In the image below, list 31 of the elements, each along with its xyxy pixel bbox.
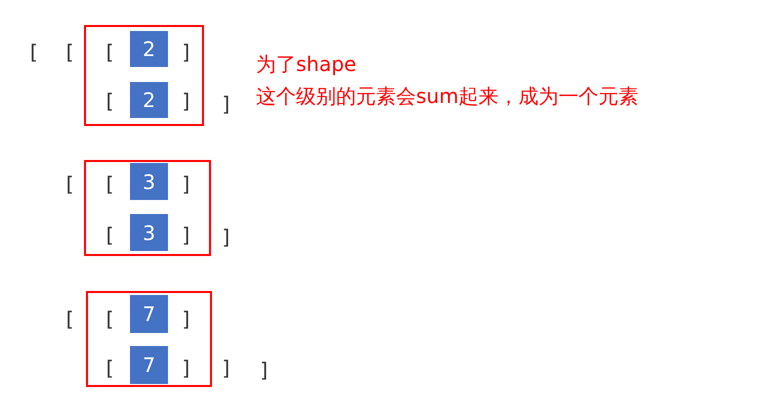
bracket: ] [260,358,268,382]
highlight-frame [86,291,212,387]
value-box: 2 [130,82,168,118]
bracket: [ [106,307,114,331]
bracket: ] [222,225,230,249]
bracket: ] [182,223,190,247]
annotation-text: 这个级别的元素会sum起来，成为一个元素 [256,84,639,108]
bracket: ] [182,356,190,380]
bracket: ] [182,307,190,331]
value-box: 2 [130,31,168,67]
bracket: [ [106,89,114,113]
annotation-text: 为了shape [256,52,356,76]
value-box: 3 [130,163,168,200]
value-box: 3 [130,214,168,251]
bracket: [ [106,172,114,196]
bracket: [ [106,223,114,247]
bracket: [ [66,172,74,196]
bracket: [ [106,40,114,64]
bracket: ] [182,40,190,64]
bracket: ] [182,89,190,113]
value-box: 7 [130,295,168,333]
highlight-frame [84,160,211,256]
bracket: [ [66,307,74,331]
bracket: [ [30,40,38,64]
bracket: [ [66,40,74,64]
bracket: ] [222,92,230,116]
highlight-frame [84,25,204,126]
bracket: [ [106,356,114,380]
bracket: ] [222,356,230,380]
value-box: 7 [130,346,168,384]
bracket: ] [182,172,190,196]
